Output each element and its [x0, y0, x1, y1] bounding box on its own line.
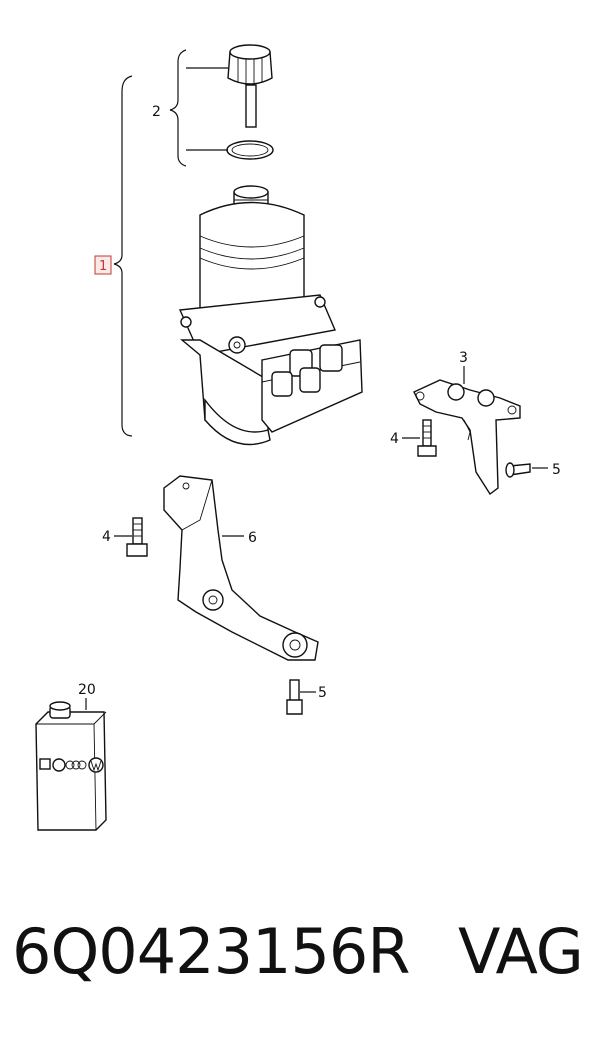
bracket-6-icon — [163, 475, 319, 661]
o-ring-icon — [226, 140, 274, 160]
screw-icon — [505, 462, 531, 478]
callout-4-upper: 4 — [390, 431, 399, 447]
reservoir-cap-icon — [227, 44, 273, 128]
group-2-brace — [169, 49, 187, 167]
callout-1-box — [94, 255, 112, 275]
brand-name: VAG — [458, 915, 584, 988]
footer: 6Q0423156R VAG — [0, 905, 600, 1015]
callout-1: 1 — [99, 259, 107, 274]
parts-diagram: 1 2 — [35, 44, 561, 831]
screw-icon — [286, 679, 303, 715]
part-number: 6Q0423156R — [12, 915, 410, 988]
bolt-icon — [417, 419, 437, 457]
callout-5-upper: 5 — [552, 462, 561, 478]
callout-3: 3 — [459, 350, 468, 366]
callout-20: 20 — [78, 682, 96, 698]
bolt-icon — [126, 517, 148, 557]
group-1-brace — [113, 75, 133, 437]
callout-5-lower: 5 — [318, 685, 327, 701]
audi-rings-icon — [65, 760, 75, 770]
callout-4-lower: 4 — [102, 529, 111, 545]
bracket-3-icon — [413, 379, 521, 496]
callout-6: 6 — [248, 530, 257, 546]
reservoir-pump-icon — [178, 185, 363, 446]
callout-2: 2 — [152, 104, 161, 120]
oil-can-icon — [35, 701, 107, 831]
